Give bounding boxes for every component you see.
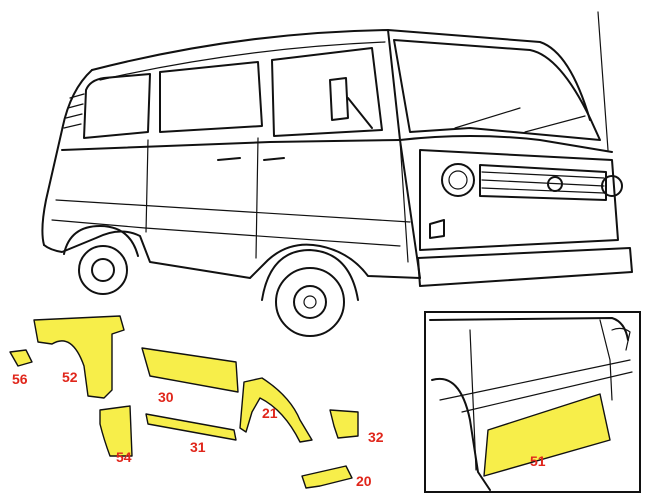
panel-21 bbox=[239, 377, 313, 443]
panel-31 bbox=[145, 413, 237, 441]
panel-52 bbox=[33, 315, 125, 399]
replacement-panels bbox=[9, 315, 611, 489]
panel-32 bbox=[329, 409, 359, 439]
van-illustration bbox=[41, 11, 633, 337]
label-52: 52 bbox=[62, 369, 78, 385]
label-56: 56 bbox=[12, 371, 28, 387]
part-labels: 56 52 30 54 31 21 32 20 51 bbox=[12, 369, 546, 489]
label-20: 20 bbox=[356, 473, 372, 489]
label-30: 30 bbox=[158, 389, 174, 405]
label-31: 31 bbox=[190, 439, 206, 455]
panel-30 bbox=[141, 347, 239, 393]
label-21: 21 bbox=[262, 405, 278, 421]
panel-56 bbox=[9, 349, 33, 367]
label-54: 54 bbox=[116, 449, 132, 465]
label-51: 51 bbox=[530, 453, 546, 469]
panel-20 bbox=[301, 465, 353, 489]
panel-51 bbox=[483, 393, 611, 477]
label-32: 32 bbox=[368, 429, 384, 445]
panel-54 bbox=[99, 405, 133, 457]
